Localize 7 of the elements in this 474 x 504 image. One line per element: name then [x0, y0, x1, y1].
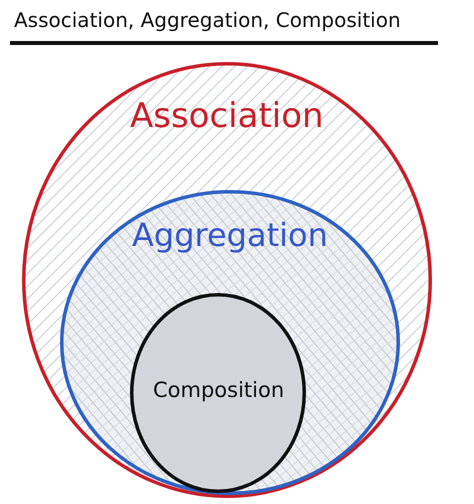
association-label: Association [130, 98, 324, 136]
aggregation-ellipse [60, 190, 400, 495]
composition-ellipse [130, 293, 306, 493]
title: Association, Aggregation, Composition [14, 8, 401, 32]
aggregation-label: Aggregation [132, 218, 328, 254]
composition-label: Composition [153, 379, 284, 402]
association-ellipse [22, 62, 432, 498]
